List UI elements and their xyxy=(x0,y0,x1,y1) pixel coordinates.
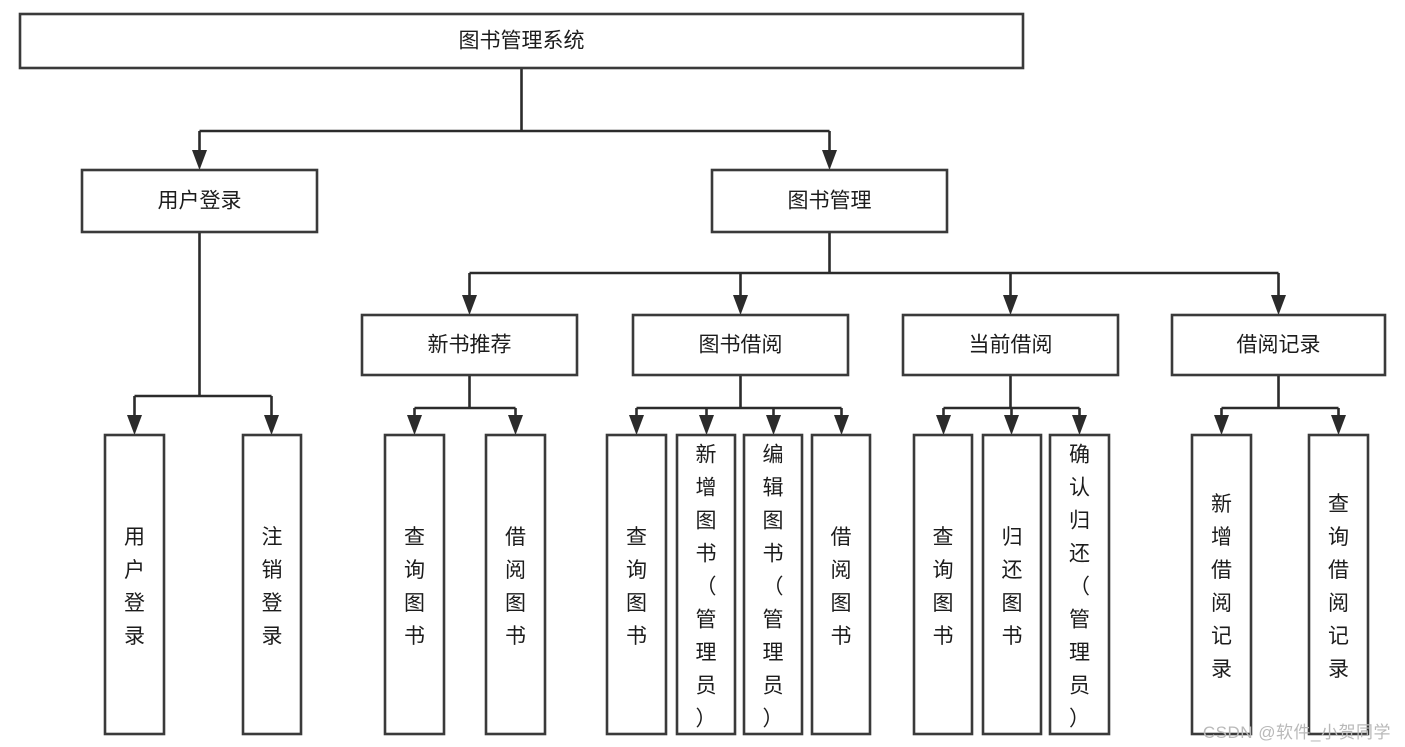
node-book-management-box[interactable] xyxy=(710,168,949,234)
node-leaf-add-book-admin-label: 新增图书（管理员） xyxy=(696,444,717,731)
node-current-borrow-label: 当前借阅 xyxy=(969,334,1053,357)
node-leaf-logout-label: 注销登录 xyxy=(262,526,283,648)
arrow-head-leaf-logout xyxy=(264,415,279,435)
node-leaf-query-book-borrow-label: 查询图书 xyxy=(626,526,647,648)
node-book-borrow[interactable]: 图书借阅 xyxy=(631,313,850,377)
node-borrow-records-label: 借阅记录 xyxy=(1237,334,1321,357)
node-leaf-borrow-book-box[interactable] xyxy=(810,433,872,736)
node-user-login-label: 用户登录 xyxy=(158,190,242,213)
node-leaf-confirm-return-admin-label: 确认归还（管理员） xyxy=(1069,444,1090,731)
node-leaf-query-borrow-record[interactable]: 查询借阅记录 xyxy=(1307,433,1370,736)
node-leaf-confirm-return-admin-box[interactable] xyxy=(1048,433,1111,736)
node-user-login-box[interactable] xyxy=(80,168,319,234)
arrow-head-leaf-query-book-recommend xyxy=(407,415,422,435)
arrow-head-user-login xyxy=(192,150,207,170)
csdn-watermark: CSDN @软件_小贺同学 xyxy=(1202,723,1391,742)
node-borrow-records-box[interactable] xyxy=(1170,313,1387,377)
node-new-book-recommend-box[interactable] xyxy=(360,313,579,377)
node-leaf-query-book-current-box[interactable] xyxy=(912,433,974,736)
node-leaf-query-book-current[interactable]: 查询图书 xyxy=(912,433,974,736)
node-user-login[interactable]: 用户登录 xyxy=(80,168,319,234)
node-borrow-records[interactable]: 借阅记录 xyxy=(1170,313,1387,377)
arrow-head-leaf-query-book-borrow xyxy=(629,415,644,435)
node-leaf-confirm-return-admin[interactable]: 确认归还（管理员） xyxy=(1048,433,1111,736)
arrow-head-leaf-borrow-book xyxy=(834,415,849,435)
node-leaf-query-book-recommend[interactable]: 查询图书 xyxy=(383,433,446,736)
node-leaf-add-borrow-record-box[interactable] xyxy=(1190,433,1253,736)
node-leaf-logout[interactable]: 注销登录 xyxy=(241,433,303,736)
node-leaf-return-book-box[interactable] xyxy=(981,433,1043,736)
node-book-borrow-box[interactable] xyxy=(631,313,850,377)
node-root-label: 图书管理系统 xyxy=(459,30,585,53)
connector-layer xyxy=(127,68,1346,435)
arrow-head-book-management xyxy=(822,150,837,170)
node-leaf-user-login-label: 用户登录 xyxy=(124,526,145,648)
node-book-borrow-label: 图书借阅 xyxy=(699,334,783,357)
node-book-management-label: 图书管理 xyxy=(788,190,872,213)
arrow-head-borrow-records xyxy=(1271,295,1286,315)
node-book-management[interactable]: 图书管理 xyxy=(710,168,949,234)
node-leaf-return-book[interactable]: 归还图书 xyxy=(981,433,1043,736)
node-leaf-user-login-box[interactable] xyxy=(103,433,166,736)
node-leaf-query-book-recommend-label: 查询图书 xyxy=(404,526,425,648)
node-leaf-user-login[interactable]: 用户登录 xyxy=(103,433,166,736)
node-leaf-add-borrow-record-label: 新增借阅记录 xyxy=(1211,493,1232,681)
node-leaf-borrow-book-recommend-box[interactable] xyxy=(484,433,547,736)
node-leaf-return-book-label: 归还图书 xyxy=(1002,526,1023,648)
node-leaf-add-borrow-record[interactable]: 新增借阅记录 xyxy=(1190,433,1253,736)
node-leaf-add-book-admin[interactable]: 新增图书（管理员） xyxy=(675,433,737,736)
arrow-head-leaf-borrow-book-recommend xyxy=(508,415,523,435)
arrow-head-leaf-add-borrow-record xyxy=(1214,415,1229,435)
node-leaf-borrow-book[interactable]: 借阅图书 xyxy=(810,433,872,736)
node-leaf-query-book-recommend-box[interactable] xyxy=(383,433,446,736)
node-current-borrow[interactable]: 当前借阅 xyxy=(901,313,1120,377)
node-leaf-add-book-admin-box[interactable] xyxy=(675,433,737,736)
node-leaf-query-borrow-record-box[interactable] xyxy=(1307,433,1370,736)
arrow-head-leaf-add-book-admin xyxy=(699,415,714,435)
arrow-head-leaf-query-borrow-record xyxy=(1331,415,1346,435)
node-current-borrow-box[interactable] xyxy=(901,313,1120,377)
node-root-box[interactable] xyxy=(18,12,1025,70)
node-leaf-query-book-borrow[interactable]: 查询图书 xyxy=(605,433,668,736)
node-layer: 图书管理系统 用户登录 图书管理 新书推荐 图书借阅 xyxy=(18,12,1387,736)
arrow-head-leaf-query-book-current xyxy=(936,415,951,435)
node-leaf-edit-book-admin-box[interactable] xyxy=(742,433,804,736)
node-root[interactable]: 图书管理系统 xyxy=(18,12,1025,70)
node-new-book-recommend-label: 新书推荐 xyxy=(428,334,512,357)
node-leaf-borrow-book-label: 借阅图书 xyxy=(831,526,852,648)
arrow-head-new-book-recommend xyxy=(462,295,477,315)
node-leaf-query-borrow-record-label: 查询借阅记录 xyxy=(1328,493,1349,681)
node-leaf-borrow-book-recommend[interactable]: 借阅图书 xyxy=(484,433,547,736)
arrow-head-current-borrow xyxy=(1003,295,1018,315)
node-leaf-borrow-book-recommend-label: 借阅图书 xyxy=(505,526,526,648)
arrow-head-leaf-user-login xyxy=(127,415,142,435)
arrow-head-leaf-return-book xyxy=(1004,415,1019,435)
node-leaf-logout-box[interactable] xyxy=(241,433,303,736)
arrow-head-leaf-confirm-return-admin xyxy=(1072,415,1087,435)
node-leaf-edit-book-admin-label: 编辑图书（管理员） xyxy=(763,444,784,731)
arrow-head-book-borrow xyxy=(733,295,748,315)
arrow-head-leaf-edit-book-admin xyxy=(766,415,781,435)
node-leaf-query-book-current-label: 查询图书 xyxy=(933,526,954,648)
node-leaf-edit-book-admin[interactable]: 编辑图书（管理员） xyxy=(742,433,804,736)
node-new-book-recommend[interactable]: 新书推荐 xyxy=(360,313,579,377)
node-leaf-query-book-borrow-box[interactable] xyxy=(605,433,668,736)
